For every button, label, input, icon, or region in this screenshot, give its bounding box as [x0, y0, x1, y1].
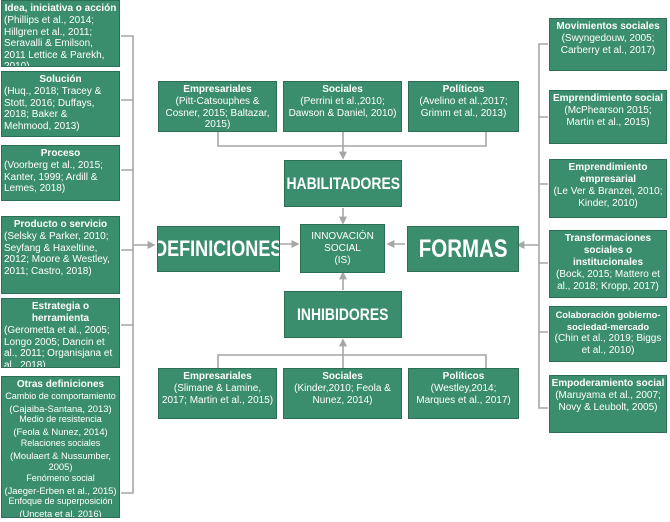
formas-label: FORMAS [407, 226, 519, 272]
definition-heading: Estrategia o herramienta [31, 301, 90, 324]
right-bracket-line [538, 43, 548, 409]
forma-transformaciones-box: Transformaciones sociales o instituciona… [549, 230, 667, 298]
inhibidores-label: INHIBIDORES [284, 291, 402, 338]
habilitador-sociales-box: Sociales (Perrini et al.,2010; Dawson & … [283, 81, 402, 132]
inhibidor-empresariales-box: Empresariales (Slimane & Lamine, 2017; M… [158, 368, 277, 419]
definiciones-label-text: DEFINICIONES [157, 236, 280, 261]
forma-heading: Colaboración gobierno-sociedad-mercado [555, 310, 661, 332]
habilitador-politicos-box: Políticos (Avelino et al.,2017; Grimm et… [408, 81, 519, 132]
forma-heading: Transformaciones sociales o instituciona… [564, 233, 652, 268]
definition-citations: (Phillips et al., 2014; Hillgren et al.,… [4, 15, 105, 67]
forma-heading: Emprendimiento social [552, 93, 664, 104]
forma-empoderamiento-box: Empoderamiento social (Maruyama et al., … [549, 375, 667, 433]
habilitadores-label: HABILITADORES [284, 160, 402, 207]
forma-citations: (Bock, 2015; Mattero et al., 2018; Kropp… [556, 269, 660, 292]
forma-emprendimiento-empresarial-box: Emprendimiento empresarial (Le Ver & Bra… [549, 159, 667, 218]
other-definition-cite: (Moulaert & Nussumber, 2005) [9, 449, 112, 473]
definition-producto-box: Producto o servicio (Selsky & Parker, 20… [1, 216, 120, 294]
definition-citations: (Voorberg et al., 2015; Kanter, 1999; Ar… [4, 160, 103, 194]
forma-emprendimiento-social-box: Emprendimiento social (McPhearson 2015; … [549, 90, 667, 144]
inhibidor-sociales-box: Sociales (Kinder,2010; Feola & Nunez, 20… [283, 368, 402, 419]
forma-heading: Emprendimiento empresarial [568, 162, 648, 185]
forma-citations: (Maruyama et al., 2007; Novy & Leubolt, … [555, 390, 661, 413]
inhibidor-politicos-box: Políticos (Westley,2014; Marques et al.,… [408, 368, 519, 419]
other-definitions-list: Cambio de comportamiento (Cajaiba-Santan… [2, 391, 119, 518]
definition-proceso-box: Proceso (Voorberg et al., 2015; Kanter, … [1, 145, 120, 201]
forma-heading: Empoderamiento social [551, 378, 665, 389]
forma-citations: (Le Ver & Branzei, 2010; Kinder, 2010) [553, 186, 663, 209]
other-definition-topic: Cambio de comportamiento [5, 391, 116, 401]
other-definition-cite: (Unceta et al, 2016) [19, 508, 102, 518]
habilitador-heading: Empresariales [183, 84, 252, 95]
forma-citations: (Swyngedouw, 2005; Carberry et al., 2017… [560, 33, 656, 56]
inhibidor-heading: Sociales [322, 371, 363, 382]
definition-heading: Proceso [40, 148, 81, 159]
definition-estrategia-box: Estrategia o herramienta (Gerometta et a… [1, 298, 120, 368]
forma-colaboracion-box: Colaboración gobierno-sociedad-mercado (… [549, 306, 667, 362]
definition-heading: Producto o servicio [13, 219, 108, 230]
inhibidor-heading: Empresariales [183, 371, 252, 382]
forma-movimientos-box: Movimientos sociales (Swyngedouw, 2005; … [549, 18, 667, 71]
center-line-3: (IS) [334, 254, 351, 266]
left-bracket-line [121, 35, 134, 494]
definition-citations: (Gerometta et al., 2005; Longo 2005; Dan… [4, 325, 113, 368]
definition-heading: Solución [39, 74, 82, 85]
definiciones-label: DEFINICIONES [157, 226, 280, 272]
inhibidor-heading: Políticos [442, 371, 485, 382]
definition-citations: (Selsky & Parker, 2010; Seyfang & Haxelt… [4, 231, 110, 277]
definition-otras-box: Otras definiciones Cambio de comportamie… [1, 376, 120, 518]
habilitador-citations: (Perrini et al.,2010; Dawson & Daniel, 2… [288, 96, 397, 119]
definition-solucion-box: Solución (Huq., 2018; Tracey & Stott, 20… [1, 71, 120, 137]
definition-citations: (Huq., 2018; Tracey & Stott, 2016; Duffa… [4, 86, 102, 132]
innovacion-social-center: INNOVACIÓN SOCIAL (IS) [300, 224, 385, 273]
other-definition-topic: Enfoque de superposición [8, 496, 113, 507]
other-definition-topic: Relaciones sociales [20, 437, 101, 448]
forma-citations: (McPhearson 2015; Martin et al., 2015) [564, 105, 652, 128]
other-definition-cite: (Feola & Nunez, 2014) [13, 426, 108, 438]
definition-heading: Otras definiciones [16, 379, 105, 390]
other-definition-cite: (Cajaiba-Santana, 2013) [9, 402, 112, 414]
inhibidores-label-text: INHIBIDORES [297, 304, 389, 324]
center-line-1: INNOVACIÓN [311, 230, 374, 242]
inhibidor-citations: (Westley,2014; Marques et al., 2017) [416, 383, 511, 406]
other-definition-cite: (Jaeger-Erben et al., 2015) [4, 484, 117, 496]
habilitador-heading: Políticos [442, 84, 485, 95]
other-definition-topic: Fenómeno social [26, 472, 95, 483]
inhibidor-citations: (Kinder,2010; Feola & Nunez, 2014) [294, 383, 391, 406]
formas-label-text: FORMAS [418, 234, 508, 263]
other-definition-topic: Medio de resistencia [19, 414, 102, 425]
inhibidor-citations: (Slimane & Lamine, 2017; Martin et al., … [161, 383, 274, 406]
center-line-2: SOCIAL [324, 242, 361, 254]
habilitadores-label-text: HABILITADORES [286, 173, 400, 193]
forma-heading: Movimientos sociales [556, 21, 660, 32]
habilitador-empresariales-box: Empresariales (Pitt-Catsouphes & Cosner,… [158, 81, 277, 132]
forma-citations: (Chin et al., 2019; Biggs et al., 2010) [554, 333, 662, 356]
definition-idea-box: Idea, iniciativa o acción (Phillips et a… [1, 0, 120, 67]
definition-heading: Idea, iniciativa o acción [4, 3, 117, 14]
habilitador-citations: (Avelino et al.,2017; Grimm et al., 2013… [419, 96, 508, 119]
habilitador-heading: Sociales [322, 84, 363, 95]
habilitador-citations: (Pitt-Catsouphes & Cosner, 2015; Baltaza… [165, 96, 270, 130]
